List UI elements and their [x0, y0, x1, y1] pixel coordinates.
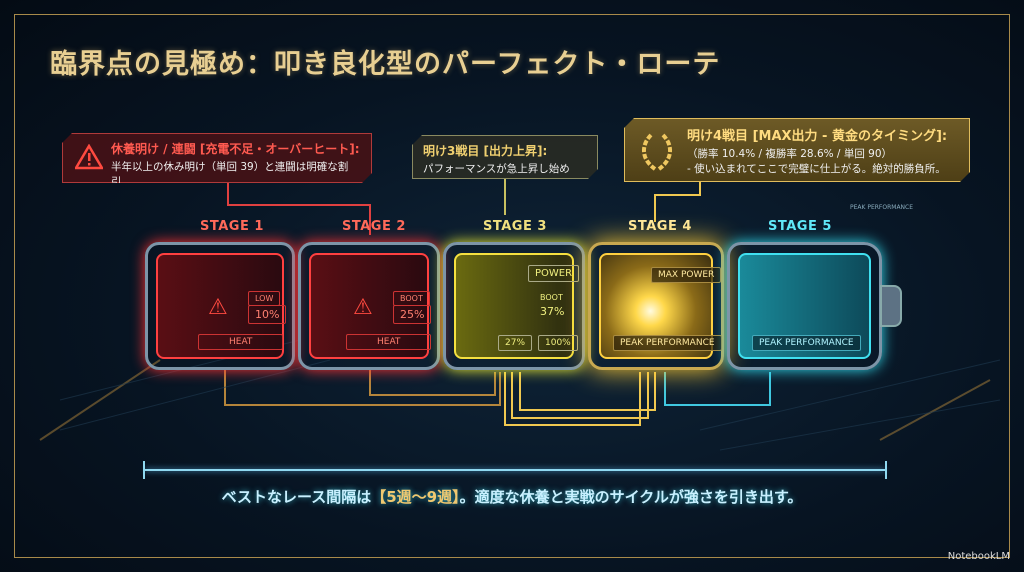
level-readout: 37%	[540, 305, 565, 318]
summary-highlight: 【5週〜9週】	[371, 488, 460, 506]
side-label: PEAK PERFORMANCE	[850, 204, 914, 211]
battery-cap	[880, 285, 902, 327]
peak-performance-tag: PEAK PERFORMANCE	[613, 335, 722, 351]
warning-icon	[75, 144, 103, 170]
heat-tag: HEAT	[346, 334, 432, 350]
sub-readout: 27%	[498, 335, 533, 351]
stage-3-cell: POWER BOOT 37% 27% 100%	[443, 242, 585, 370]
interval-arrow	[143, 461, 887, 479]
stage-2-label: STAGE 2	[342, 219, 406, 234]
level-readout: 25%	[393, 305, 432, 324]
callout-stage3: 明け3戦目 [出力上昇]: パフォーマンスが急上昇し始める。	[412, 135, 598, 179]
stage-2-cell: BOOT 25% ⚠ HEAT	[298, 242, 440, 370]
stage-3-label: STAGE 3	[483, 219, 547, 234]
heat-tag: HEAT	[198, 334, 284, 350]
warning-icon: ⚠	[353, 295, 373, 320]
readout-label: BOOT	[540, 293, 563, 302]
laurel-icon	[637, 129, 677, 173]
callout-heading: 休養明け / 連闘 [充電不足・オーバーヒート]:	[111, 142, 360, 156]
summary-pre: ベストなレース間隔は	[221, 488, 372, 506]
stage-5-cell: PEAK PERFORMANCE	[727, 242, 882, 370]
warning-icon: ⚠	[208, 295, 228, 320]
callout-body: - 使い込まれてここで完璧に仕上がる。絶対的勝負所。	[687, 163, 946, 175]
peak-performance-tag: PEAK PERFORMANCE	[752, 335, 861, 351]
stage-4-cell: MAX POWER PEAK PERFORMANCE	[588, 242, 724, 370]
callout-heading: 明け3戦目 [出力上昇]:	[423, 144, 548, 158]
level-readout: 10%	[248, 305, 287, 324]
callout-stage4: 明け4戦目 [MAX出力 - 黄金のタイミング]: （勝率 10.4% / 複勝…	[624, 118, 970, 182]
callout-heading: 明け4戦目 [MAX出力 - 黄金のタイミング]:	[687, 129, 948, 144]
watermark: NotebookLM	[947, 551, 1010, 562]
readout-label: BOOT	[393, 291, 430, 306]
stage-1-cell: LOW 10% ⚠ HEAT	[145, 242, 295, 370]
stage-4-label: STAGE 4	[628, 219, 692, 234]
power-tag: POWER	[528, 265, 580, 282]
readout-label: LOW	[248, 291, 281, 306]
callout-rest-overheat: 休養明け / 連闘 [充電不足・オーバーヒート]: 半年以上の休み明け（単回 3…	[62, 133, 372, 183]
page-title: 臨界点の見極め：叩き良化型のパーフェクト・ローテ	[50, 49, 721, 80]
callout-stats: （勝率 10.4% / 複勝率 28.6% / 単回 90）	[687, 148, 893, 160]
max-power-tag: MAX POWER	[651, 267, 722, 283]
stage-1-label: STAGE 1	[200, 219, 264, 234]
sub-readout: 100%	[538, 335, 578, 351]
wire-red	[227, 183, 371, 235]
wire-gold	[654, 182, 701, 222]
summary-text: ベストなレース間隔は【5週〜9週】。適度な休養と実戦のサイクルが強さを引き出す。	[0, 486, 1024, 507]
gold-frame	[14, 14, 1010, 558]
stage-5-label: STAGE 5	[768, 219, 832, 234]
summary-post: 。適度な休養と実戦のサイクルが強さを引き出す。	[459, 488, 803, 506]
